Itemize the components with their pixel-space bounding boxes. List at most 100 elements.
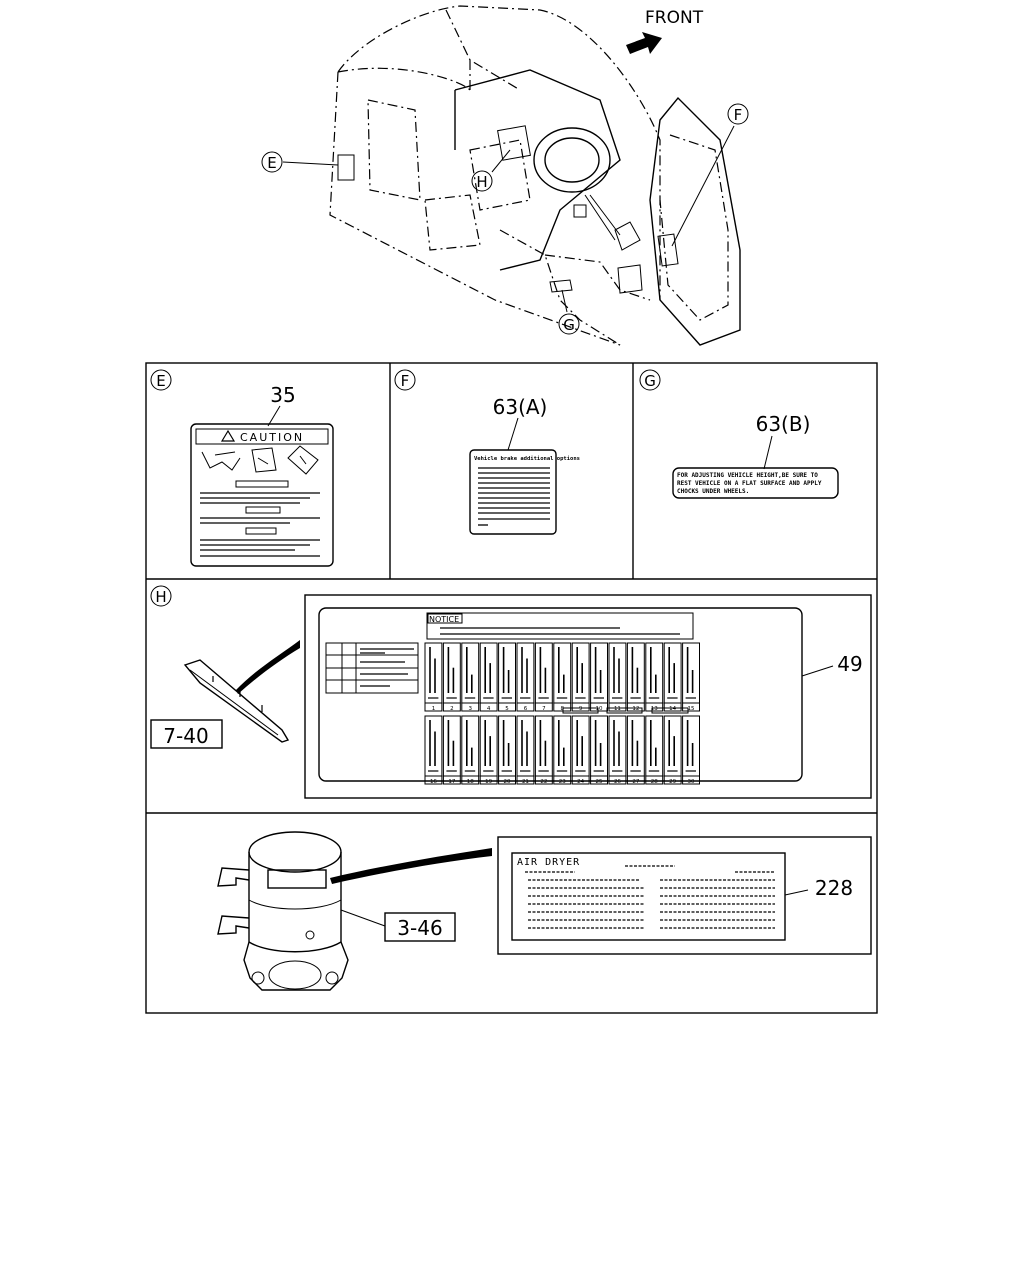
fuse-number-box	[442, 702, 461, 712]
fuse-number-box	[663, 702, 682, 712]
panel-e-letter: E	[156, 372, 165, 390]
panel-g-letter: G	[644, 372, 656, 390]
fuse-number-box	[534, 702, 553, 712]
fuse-slot	[590, 715, 608, 777]
fuse-slot	[479, 642, 498, 704]
callout-f-letter: F	[734, 106, 743, 124]
fuse-number: 3	[469, 706, 473, 712]
fuse-number-box	[442, 775, 461, 785]
fuse-slot	[626, 715, 645, 777]
fuse-number: 4	[487, 706, 491, 712]
fuse-number-box	[498, 775, 517, 785]
fuse-slot	[498, 642, 517, 704]
fuse-slot	[424, 715, 443, 777]
fuse-slot	[553, 715, 572, 777]
notice-title: NOTICE	[429, 615, 459, 624]
fuse-slot	[479, 715, 498, 777]
ref-part-7-40: 7-40	[163, 724, 208, 748]
fuse-number-box	[516, 775, 535, 785]
fuse-number: 30	[688, 779, 695, 785]
fuse-number-box	[571, 775, 590, 785]
fuse-number-box	[663, 775, 682, 785]
fuse-number: 22	[540, 779, 547, 785]
fuse-number: 20	[504, 779, 511, 785]
fuse-number-box	[608, 702, 627, 712]
fuse-number: 13	[651, 706, 658, 712]
part-number-63b: 63(B)	[756, 412, 811, 436]
fuse-slot	[645, 715, 664, 777]
detail-grid	[145, 362, 878, 1014]
fuse-number: 10	[596, 706, 603, 712]
fuse-number: 23	[559, 779, 566, 785]
fuse-number: 28	[651, 779, 658, 785]
fuse-number: 19	[485, 779, 492, 785]
fuse-number: 5	[505, 706, 509, 712]
fuse-number-box	[590, 775, 608, 785]
air-dryer-title: AIR DRYER	[517, 857, 580, 868]
fuse-number: 25	[596, 779, 603, 785]
fuse-number: 17	[448, 779, 455, 785]
fuse-slot	[626, 642, 645, 704]
cab-illustration	[282, 5, 741, 346]
fuse-slot	[516, 642, 535, 704]
fuse-slot	[571, 642, 590, 704]
fuse-slot	[645, 642, 664, 704]
fuse-slot	[608, 642, 627, 704]
fuse-number-box	[424, 775, 443, 785]
fuse-number: 2	[450, 706, 454, 712]
callout-h: H	[471, 170, 493, 192]
fuse-number-box	[461, 702, 480, 712]
fuse-slot	[461, 715, 480, 777]
part-number-49: 49	[837, 652, 862, 676]
fuse-number-box	[479, 775, 498, 785]
fuse-slot	[424, 642, 443, 704]
fuse-number-box	[626, 775, 645, 785]
part-number-228: 228	[815, 876, 853, 900]
panel-g: G 63(B) FOR ADJUSTING VEHICLE HEIGHT,BE …	[639, 369, 839, 499]
fuse-number: 1	[432, 706, 436, 712]
caution-title: CAUTION	[240, 431, 304, 444]
fuse-number-box	[626, 702, 645, 712]
fuse-number-box	[682, 702, 700, 712]
fuse-number: 15	[688, 706, 695, 712]
callout-e-letter: E	[267, 154, 276, 172]
fuse-number: 27	[632, 779, 639, 785]
fuse-slot	[553, 642, 572, 704]
fuse-number-box	[645, 702, 664, 712]
panel-f-letter: F	[401, 372, 410, 390]
fuse-number: 7	[542, 706, 546, 712]
fuse-number-box	[553, 702, 572, 712]
fuse-slot	[442, 642, 461, 704]
fuse-slot	[590, 642, 608, 704]
fuse-number: 9	[579, 706, 583, 712]
fuse-slot	[608, 715, 627, 777]
callout-e: E	[261, 151, 283, 173]
panel-f: F 63(A) Vehicle brake additional options	[394, 369, 580, 535]
fuse-slot	[461, 642, 480, 704]
label-63a-heading: Vehicle brake additional options	[474, 456, 580, 462]
ref-part-3-46: 3-46	[397, 916, 442, 940]
fuse-number-box	[461, 775, 480, 785]
callout-h-letter: H	[476, 173, 487, 191]
fuse-number: 11	[614, 706, 621, 712]
fuse-slot	[498, 715, 517, 777]
fuse-number: 16	[430, 779, 437, 785]
callout-f: F	[727, 103, 749, 125]
fuse-number: 21	[522, 779, 529, 785]
fuse-number: 26	[614, 779, 621, 785]
fuse-number: 6	[524, 706, 528, 712]
fuse-number-box	[645, 775, 664, 785]
label-63b-line-2: REST VEHICLE ON A FLAT SURFACE AND APPLY	[677, 480, 822, 487]
front-label: FRONT	[645, 8, 704, 28]
fuse-slot	[682, 715, 700, 777]
callout-g: G	[558, 313, 580, 335]
fuse-slot	[663, 642, 682, 704]
fuse-number: 29	[669, 779, 676, 785]
label-63b-line-3: CHOCKS UNDER WHEELS.	[677, 488, 749, 495]
fuse-slot	[682, 642, 700, 704]
fuse-number-box	[534, 775, 553, 785]
fuse-number-box	[553, 775, 572, 785]
part-number-63a: 63(A)	[493, 395, 548, 419]
